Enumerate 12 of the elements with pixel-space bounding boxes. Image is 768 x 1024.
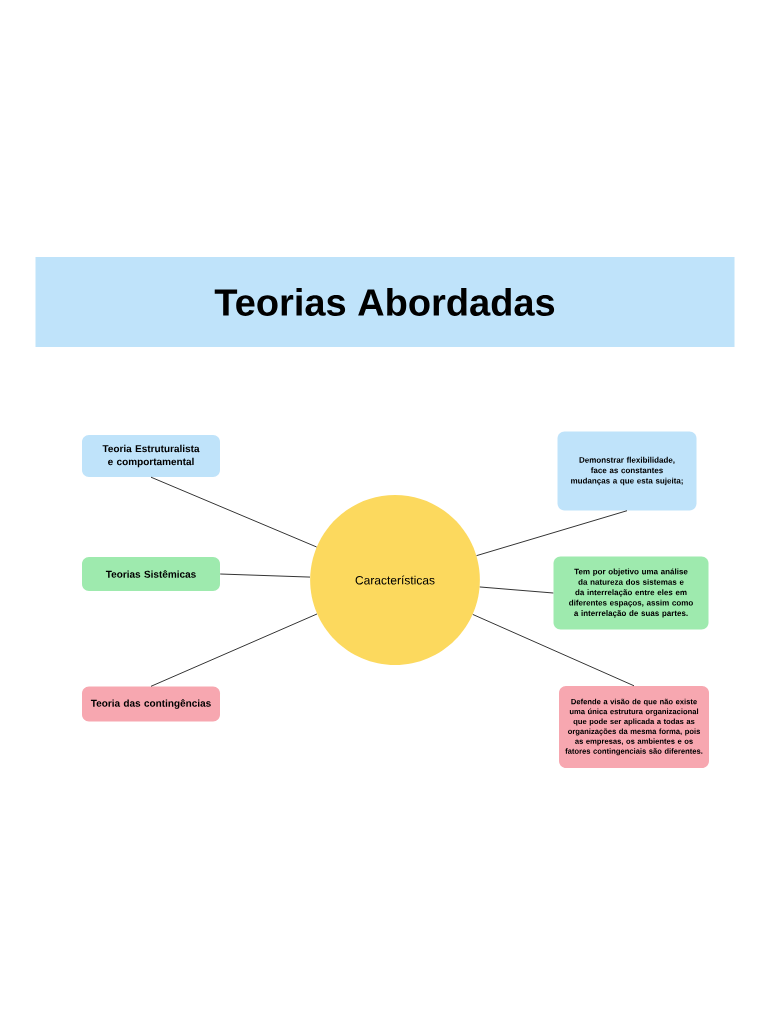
connector-line <box>479 586 554 594</box>
topic-box: Teoria das contingências <box>82 686 220 722</box>
connector-line <box>476 510 628 557</box>
description-box: Tem por objetivo uma análise da natureza dos sistemas e da interrelação entre eles em diferentes espaços, assim como a interrelação de suas partes. <box>553 556 709 630</box>
connector-line <box>150 613 318 687</box>
topic-box: Teorias Sistêmicas <box>82 557 220 591</box>
connector-line <box>219 573 311 578</box>
topic-box: Teoria Estruturalista e comportamental <box>82 435 220 477</box>
description-box: Demonstrar flexibilidade, face as constantes mudanças a que esta sujeita; <box>557 431 697 511</box>
connector-line <box>150 476 317 548</box>
title-banner: Teorias Abordadas <box>35 257 735 347</box>
connector-line <box>472 614 635 687</box>
